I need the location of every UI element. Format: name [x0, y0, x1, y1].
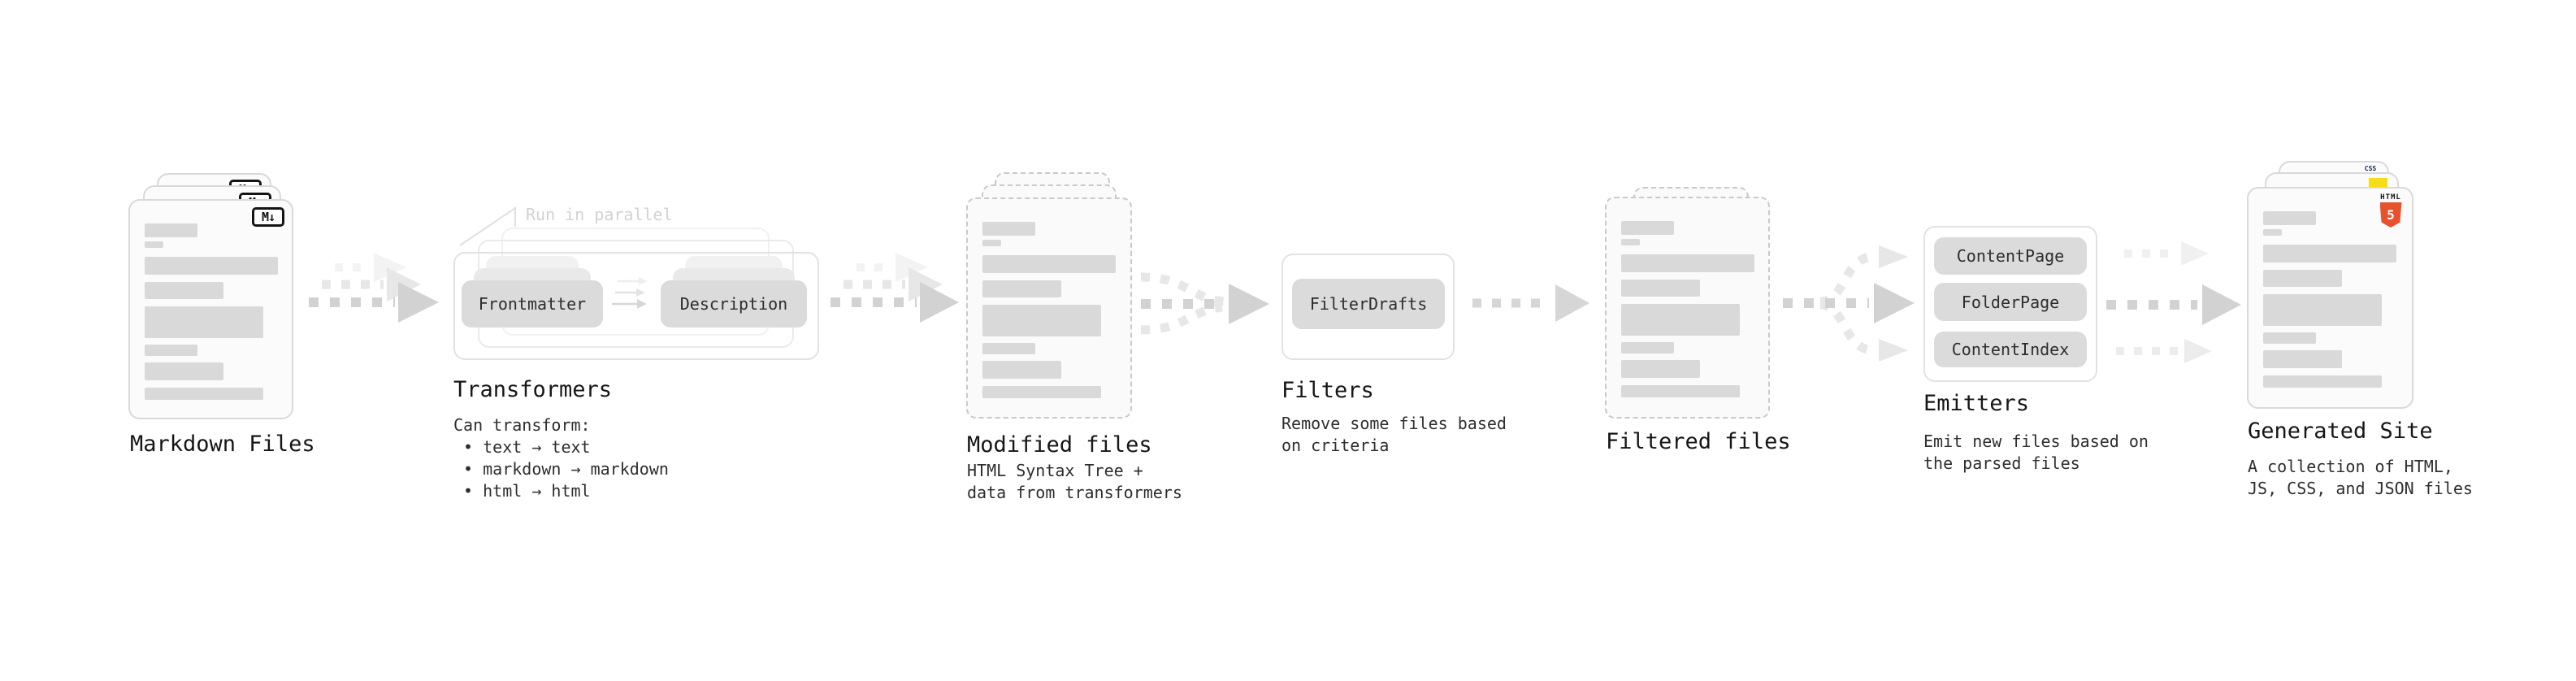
- doc-content-placeholder: [982, 222, 1116, 398]
- arrow-markdown-to-transformers: [309, 253, 439, 323]
- filters-label: Filters: [1281, 378, 1374, 403]
- filtered-files-label: Filtered files: [1606, 429, 1791, 454]
- javascript-icon: [2369, 178, 2387, 189]
- arrow-modified-to-filters-merge: [1140, 272, 1269, 335]
- html5-icon: HTML 5: [2377, 193, 2405, 228]
- transformers-label: Transformers: [453, 377, 613, 402]
- markdown-icon: M↓: [252, 207, 284, 227]
- emitters-label: Emitters: [1923, 391, 2030, 416]
- filtered-doc-front: [1605, 197, 1770, 419]
- generated-doc-front: HTML 5: [2247, 187, 2413, 409]
- filters-description: Remove some files based on criteria: [1281, 414, 1507, 455]
- markdown-files-label: Markdown Files: [130, 432, 315, 457]
- filterdrafts-chip: FilterDrafts: [1292, 279, 1445, 329]
- modified-files-description: HTML Syntax Tree + data from transformer…: [967, 461, 1182, 502]
- arrow-transformers-to-modified: [830, 253, 959, 323]
- emitters-description: Emit new files based on the parsed files: [1923, 432, 2149, 473]
- modified-files-label: Modified files: [967, 432, 1152, 458]
- transformers-description: Can transform: • text → text • markdown …: [453, 415, 669, 501]
- markdown-doc-front: M↓: [128, 199, 293, 419]
- doc-content-placeholder: [2263, 211, 2397, 388]
- run-in-parallel-note: Run in parallel: [526, 205, 673, 224]
- transformers-panel: [453, 252, 819, 360]
- arrow-filtered-to-emitters-split: [1783, 245, 1915, 362]
- doc-content-placeholder: [145, 223, 278, 400]
- contentindex-chip: ContentIndex: [1934, 332, 2087, 367]
- contentpage-chip: ContentPage: [1934, 237, 2087, 275]
- doc-content-placeholder: [1621, 221, 1754, 397]
- description-chip: Description: [661, 280, 807, 327]
- generated-site-label: Generated Site: [2248, 419, 2433, 444]
- generated-site-description: A collection of HTML, JS, CSS, and JSON …: [2248, 457, 2473, 498]
- arrow-filters-to-filtered: [1472, 284, 1589, 322]
- frontmatter-chip: Frontmatter: [462, 280, 603, 327]
- modified-doc-front: [966, 197, 1132, 419]
- folderpage-chip: FolderPage: [1934, 283, 2087, 321]
- arrow-emitters-to-generated: [2106, 241, 2241, 363]
